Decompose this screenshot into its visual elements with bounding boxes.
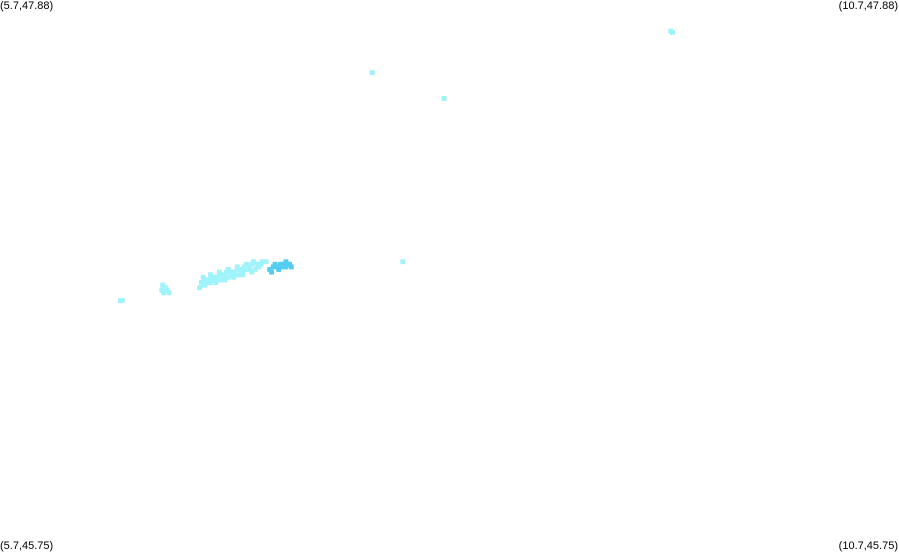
map-point <box>200 274 206 280</box>
corner-label-top-left: (5.7,47.88) <box>0 0 54 12</box>
map-point <box>288 264 294 270</box>
map-point <box>234 264 240 270</box>
map-point <box>279 264 285 270</box>
map-point <box>670 29 675 35</box>
map-point <box>400 259 406 265</box>
corner-label-bottom-left: (5.7,45.75) <box>0 540 54 552</box>
map-point <box>263 259 269 265</box>
map-point <box>207 272 213 278</box>
points-layer <box>118 28 675 304</box>
map-point <box>213 280 219 285</box>
map-point <box>231 274 237 280</box>
map-point <box>216 269 222 275</box>
map-point <box>164 287 170 293</box>
map-point <box>272 261 278 267</box>
map-point <box>269 269 274 275</box>
map-point <box>202 282 208 288</box>
corner-label-bottom-right: (10.7,45.75) <box>838 540 898 552</box>
map-point <box>222 277 228 283</box>
map-point <box>240 272 246 278</box>
map-point <box>225 267 231 272</box>
map-point <box>441 96 447 101</box>
map-point <box>243 261 249 267</box>
corner-label-top-right: (10.7,47.88) <box>838 0 898 12</box>
map-point <box>160 282 166 288</box>
map-point <box>119 298 125 304</box>
map-point <box>369 70 375 76</box>
map-point <box>251 259 256 265</box>
